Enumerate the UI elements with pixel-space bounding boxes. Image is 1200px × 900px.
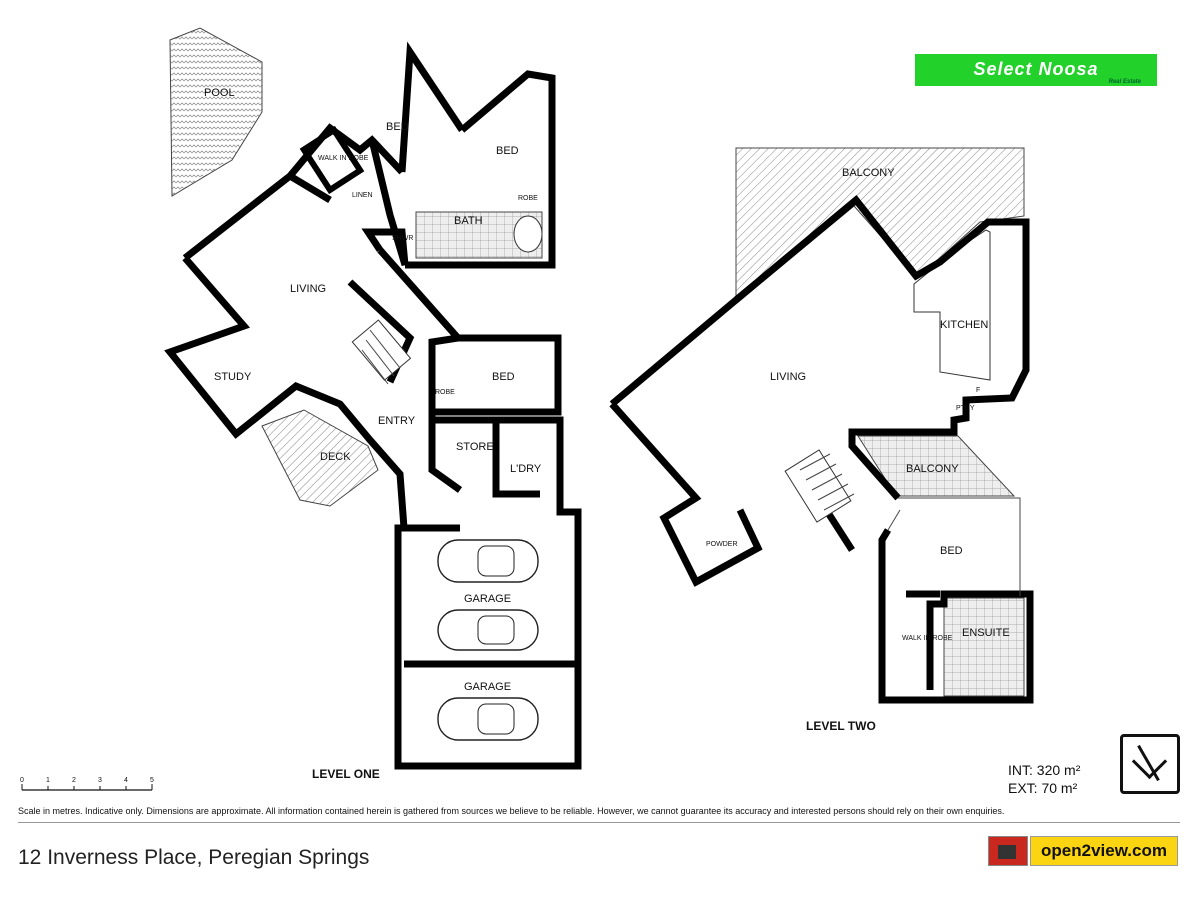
room-study: STUDY	[214, 371, 252, 383]
walk-in-robe-box	[299, 125, 365, 195]
garage-cars	[437, 539, 539, 741]
logo-tagline: Real Estate	[1108, 79, 1141, 85]
level-two-plan: BALCONY KITCHEN LIVING PTRY F BALCONY BE…	[609, 147, 1034, 733]
room-robe-1: ROBE	[518, 195, 538, 202]
scale-tick-0: 0	[20, 777, 24, 784]
divider	[18, 822, 1180, 823]
room-living: LIVING	[290, 283, 326, 295]
room-balcony-lower: BALCONY	[906, 463, 959, 475]
level-two-bed-outline	[887, 497, 1021, 596]
room-deck: DECK	[320, 451, 351, 463]
external-area: EXT: 70 m²	[1008, 780, 1078, 796]
room-bed-2: BED	[496, 145, 519, 157]
property-address: 12 Inverness Place, Peregian Springs	[18, 846, 370, 869]
scale-tick-3: 3	[98, 777, 102, 784]
scale-tick-1: 1	[46, 777, 50, 784]
disclaimer: Scale in metres. Indicative only. Dimens…	[18, 806, 1005, 816]
room-robe-2: ROBE	[435, 389, 455, 396]
deck-area	[261, 409, 379, 507]
room-pool: POOL	[204, 87, 235, 99]
level-one-plan: POOL BED BED WALK IN ROBE LINEN ROBE BAT…	[164, 27, 582, 781]
open2view-badge: open2view.com	[1030, 836, 1178, 866]
room-store: STORE	[456, 441, 494, 453]
room-bed-3: BED	[492, 371, 515, 383]
room-powder: POWDER	[706, 541, 738, 548]
room-garage-2: GARAGE	[464, 681, 511, 693]
bathtub	[513, 215, 543, 253]
room-bed-1: BED	[386, 121, 409, 133]
scale-tick-2: 2	[72, 777, 76, 784]
entry-stairs	[351, 319, 412, 381]
level-one-title: LEVEL ONE	[312, 767, 380, 781]
balcony-lower	[857, 435, 1016, 497]
room-garage-1: GARAGE	[464, 593, 511, 605]
room-walk-in-robe: WALK IN ROBE	[318, 155, 369, 162]
scale-tick-5: 5	[150, 777, 154, 784]
room-kitchen: KITCHEN	[940, 319, 988, 331]
room-linen: LINEN	[352, 192, 373, 199]
room-ensuite: ENSUITE	[962, 627, 1010, 639]
room-walk-in-robe-2: WALK IN ROBE	[902, 635, 953, 642]
level-two-title: LEVEL TWO	[806, 719, 876, 733]
north-arrow-icon	[1120, 734, 1180, 794]
logo-brand: Select Noosa	[973, 59, 1099, 79]
room-bed-level-two: BED	[940, 545, 963, 557]
room-fridge: F	[976, 387, 980, 394]
ensuite-tiles	[943, 597, 1025, 697]
room-laundry: L'DRY	[510, 463, 542, 475]
level-one-walls	[164, 41, 582, 770]
internal-area: INT: 320 m²	[1008, 762, 1081, 778]
scale-tick-4: 4	[124, 777, 128, 784]
room-living-2: LIVING	[770, 371, 806, 383]
room-bath: BATH	[454, 215, 483, 227]
house-icon	[988, 836, 1028, 866]
scale-bar: 0 1 2 3 4 5	[20, 777, 154, 791]
pool-area	[169, 27, 263, 197]
room-balcony-top: BALCONY	[842, 167, 895, 179]
select-noosa-logo: Select Noosa Real Estate	[915, 54, 1157, 86]
room-entry: ENTRY	[378, 415, 416, 427]
room-pantry: PTRY	[956, 405, 975, 412]
room-shower: SHWR	[392, 235, 413, 242]
level-two-walls	[609, 195, 1034, 704]
